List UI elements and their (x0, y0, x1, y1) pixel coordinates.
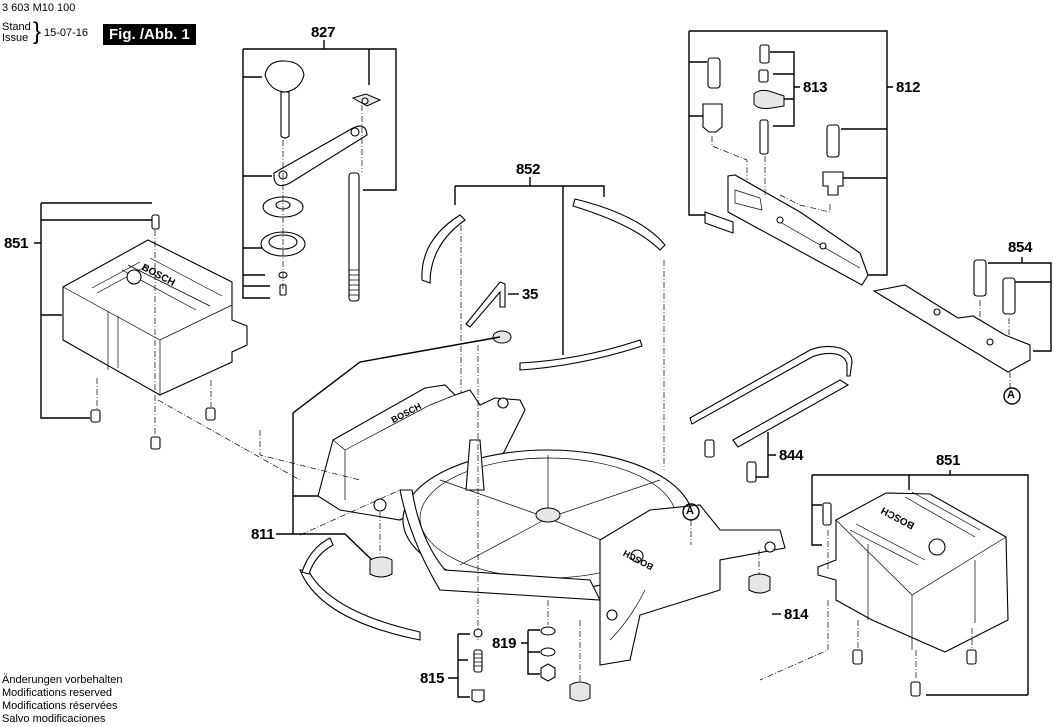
figure-badge: Fig. /Abb. 1 (103, 24, 196, 45)
callout-852: 852 (516, 161, 541, 178)
callout-827: 827 (311, 24, 336, 41)
footer-note-es: Salvo modificaciones (2, 713, 106, 725)
grommet (492, 330, 512, 344)
miter-scale (299, 537, 421, 641)
issue-label: Issue (2, 32, 29, 44)
marker-a2-label: A (686, 505, 694, 517)
fence-plate (704, 174, 869, 286)
callout-851-left: 851 (4, 235, 29, 252)
footer-note-de: Änderungen vorbehalten (2, 674, 123, 686)
callout-813: 813 (803, 79, 828, 96)
motor-cover-left (62, 214, 248, 396)
handle-screws (704, 439, 757, 483)
allen-key (465, 281, 519, 328)
part-number: 3 603 M10 100 (2, 2, 76, 14)
leader-851-right (811, 470, 1029, 696)
leader-844 (754, 432, 776, 478)
leader-811 (276, 336, 501, 561)
reference-marker-a1 (1003, 387, 1021, 405)
leader-819 (521, 629, 540, 675)
callout-814: 814 (784, 606, 809, 623)
wing-nut (351, 93, 382, 107)
leader-813 (770, 51, 800, 127)
screws-right (852, 649, 977, 697)
saw-base (317, 384, 786, 666)
footer-note-fr: Modifications réservées (2, 700, 118, 712)
stand-label: Stand (2, 21, 31, 33)
fence-screws (702, 44, 844, 196)
threaded-rod (348, 172, 360, 302)
cable-clips (421, 198, 666, 371)
callout-812: 812 (896, 79, 921, 96)
fence-screws-854 (973, 259, 1016, 315)
leader-815 (448, 633, 470, 698)
leader-827 (242, 40, 397, 299)
brace-icon: } (33, 18, 42, 45)
issue-date: 15-07-16 (44, 27, 89, 39)
carry-handle (689, 345, 853, 448)
leader-812 (688, 30, 893, 276)
feet (369, 556, 771, 702)
washers-nut (540, 626, 556, 682)
knob-handle (264, 60, 305, 139)
marker-a1-label: A (1007, 389, 1015, 401)
footer-note-en: Modifications reserved (2, 687, 113, 699)
callout-811: 811 (251, 526, 275, 543)
callout-815: 815 (420, 670, 445, 687)
motor-cover-right (817, 491, 1009, 653)
callout-844: 844 (779, 447, 804, 464)
callout-854: 854 (1008, 239, 1033, 256)
callout-35: 35 (522, 286, 539, 303)
screws-left (90, 407, 216, 450)
ball-spring-pin (471, 628, 485, 703)
leader-851-left (34, 202, 152, 419)
callout-851-right: 851 (936, 452, 961, 469)
secondary-fence (872, 284, 1031, 373)
leader-852 (454, 177, 605, 355)
callout-819: 819 (492, 635, 517, 652)
